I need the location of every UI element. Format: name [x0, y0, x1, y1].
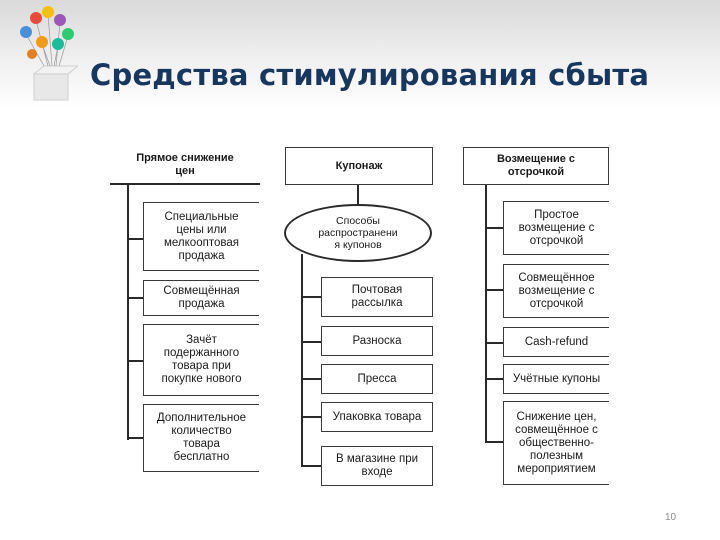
connector-line — [485, 227, 503, 229]
connector-line — [485, 378, 503, 380]
connector-line — [485, 289, 503, 291]
coupon-distribution-methods: Способы распространени я купонов — [284, 204, 432, 262]
connector-line — [301, 341, 321, 343]
column-header-couponing: Купонаж — [285, 147, 433, 185]
connector-line — [301, 465, 321, 467]
list-item: В магазине при входе — [321, 446, 433, 486]
connector-line — [301, 416, 321, 418]
connector-line — [357, 185, 359, 206]
list-item: Cash-refund — [503, 327, 609, 357]
connector-line — [301, 378, 321, 380]
page-title: Средства стимулирования сбыта — [90, 58, 649, 92]
list-item: Простое возмещение с отсрочкой — [503, 201, 609, 255]
connector-line — [301, 296, 321, 298]
connector-line — [485, 342, 503, 344]
list-item: Специальные цены или мелкооптовая продаж… — [143, 202, 259, 271]
connector-line — [127, 238, 143, 240]
list-item: Учётные купоны — [503, 364, 609, 394]
list-item: Дополнительное количество товара бесплат… — [143, 404, 259, 472]
list-item: Разноска — [321, 326, 433, 356]
list-item: Почтовая рассылка — [321, 277, 433, 317]
connector-line — [127, 297, 143, 299]
list-item: Пресса — [321, 364, 433, 394]
connector-line — [127, 184, 129, 440]
list-item: Совмещённое возмещение с отсрочкой — [503, 264, 609, 318]
connector-line — [127, 360, 143, 362]
connector-line — [485, 441, 503, 443]
connector-line — [127, 437, 143, 439]
lightbulb-balloons-icon — [14, 4, 78, 102]
connector-line — [485, 184, 487, 442]
list-item: Совмещённая продажа — [143, 280, 259, 316]
column-header-deferred-refund: Возмещение с отсрочкой — [463, 147, 609, 185]
list-item: Зачёт подержанного товара при покупке но… — [143, 324, 259, 396]
page-number: 10 — [665, 512, 676, 523]
connector-line — [301, 254, 303, 466]
list-item: Упаковка товара — [321, 402, 433, 432]
list-item: Снижение цен, совмещённое с общественно-… — [503, 401, 609, 485]
column-header-direct-price-cut: Прямое снижение цен — [110, 147, 260, 185]
